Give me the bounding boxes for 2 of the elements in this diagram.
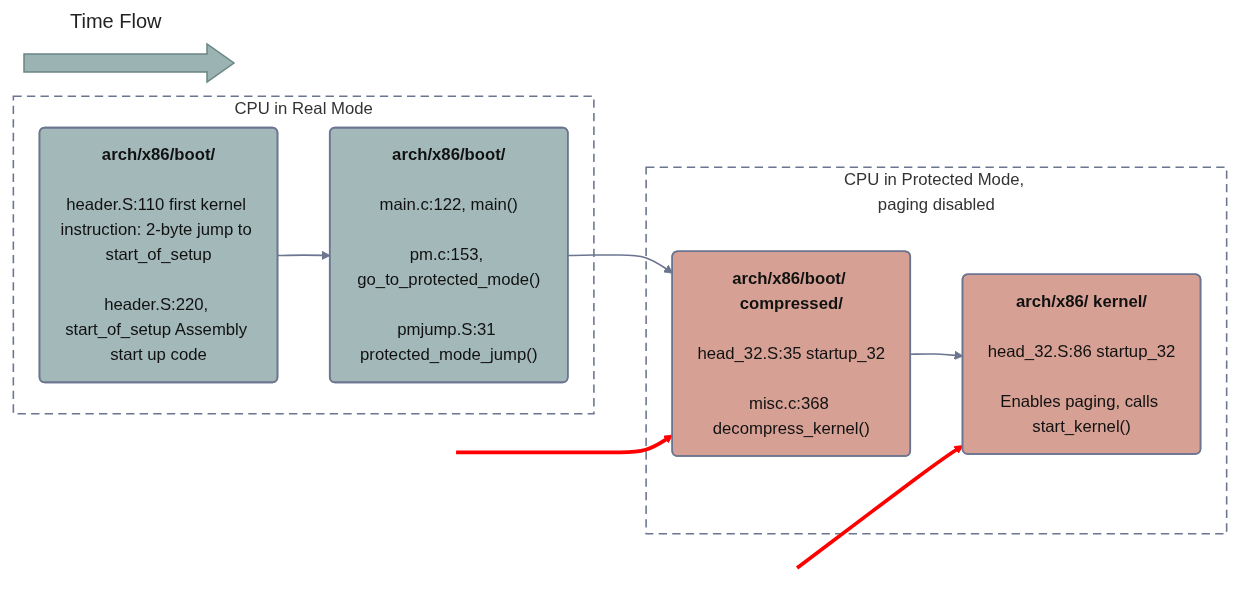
label-text: Time Flow (70, 10, 162, 33)
arrow (795, 444, 964, 569)
